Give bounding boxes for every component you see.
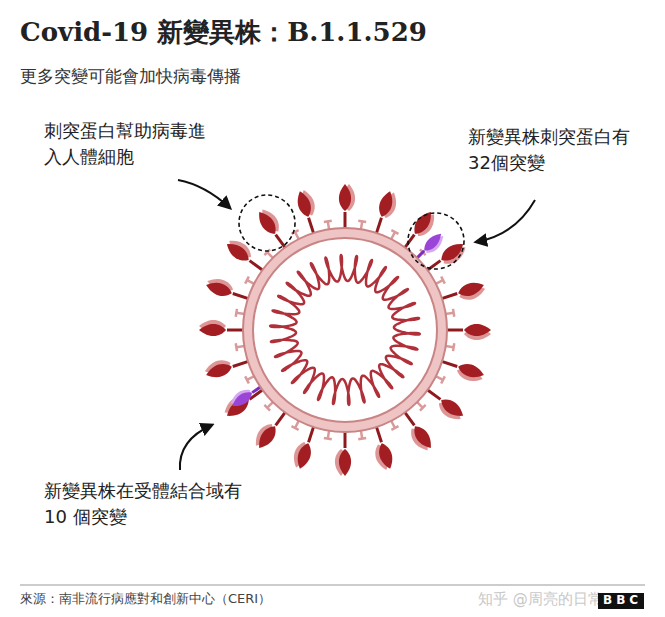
spike-protein (335, 430, 351, 476)
leader-arrow (476, 200, 535, 242)
callout-text: 新變異株在受體結合域有 10 個突變 (44, 478, 249, 530)
spike-protein (204, 275, 253, 305)
rna-coil (270, 255, 420, 405)
title: Covid-19 新變異株：B.1.1.529 (20, 14, 640, 52)
membrane (248, 233, 442, 427)
footer-rule (20, 585, 645, 586)
spike-protein (199, 320, 245, 336)
spike-protein (437, 355, 486, 385)
watermark: 知乎 @周亮的日常 (478, 589, 618, 611)
virus (199, 184, 491, 476)
spike-protein (370, 189, 400, 238)
spike-protein (339, 184, 355, 230)
dashed-highlight (408, 213, 464, 269)
dashed-highlight (239, 195, 295, 251)
callout-text: 新變異株刺突蛋白有32個突變 (468, 124, 638, 176)
logo: BBC (598, 593, 644, 609)
spike-protein (445, 324, 491, 340)
spike-protein (294, 188, 324, 237)
subtitle: 更多突變可能會加快病毒傳播 (20, 64, 420, 89)
leader-arrow (178, 180, 230, 208)
spike-protein (438, 279, 487, 309)
spike-protein (290, 422, 320, 471)
source-note: 來源：南非流行病應對和創新中心（CERI） (20, 590, 440, 609)
membrane (248, 233, 442, 427)
leader-arrow (180, 425, 212, 470)
spike-protein (366, 423, 396, 472)
callout-text: 刺突蛋白幫助病毒進入人體細胞 (44, 118, 214, 170)
spike-protein (203, 351, 252, 381)
